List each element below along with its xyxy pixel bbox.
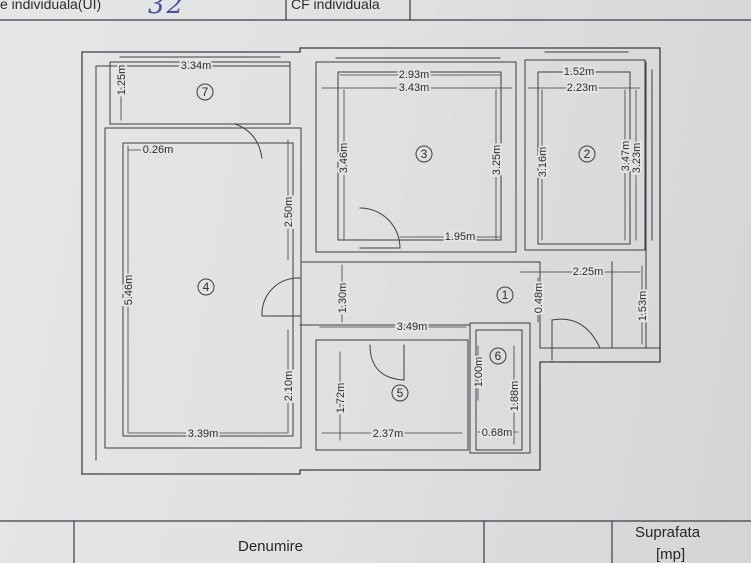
dim-label-5-width: 2.37m: [373, 428, 404, 440]
outer-wall-outline-lower: [81, 361, 573, 475]
dim-label-1-small: 0.48m: [533, 283, 545, 314]
dim-label-2-right-b: 3.23m: [631, 143, 643, 174]
dim-label-5-height: 1.72m: [335, 383, 347, 414]
room-4-outline: [104, 127, 302, 449]
room-3-inner-outline: [337, 71, 502, 241]
dim-label-6-height-b: 1.88m: [509, 381, 521, 412]
dim-label-4-right-lower: 2.10m: [283, 371, 295, 402]
dim-label-4-width: 3.39m: [188, 428, 219, 440]
room-5-circle: [391, 384, 409, 402]
dim-label-2-outer: 2.23m: [567, 82, 598, 94]
door-swing-entrance: [551, 318, 601, 349]
dim-label-7-height: 1.25m: [116, 65, 128, 96]
hallway-1-outline: [300, 261, 661, 349]
room-3-number: 3: [421, 147, 428, 161]
hallway-1-lower-wall: [299, 324, 471, 351]
room-7-outline: [109, 61, 291, 125]
room-6-circle: [489, 347, 507, 365]
outer-wall-outline: [81, 47, 661, 475]
room-5-number: 5: [397, 386, 404, 400]
room-6-outer-outline: [469, 322, 531, 454]
room-7-number: 7: [202, 85, 209, 99]
room-4-circle: [197, 278, 215, 296]
dim-label-3-outer: 3.43m: [399, 82, 430, 94]
room-2-circle: [578, 145, 596, 163]
room-3-circle: [415, 145, 433, 163]
room-6-outline: [475, 329, 523, 451]
room-2-outline: [524, 59, 646, 251]
outer-wall-inner-line: [95, 65, 291, 461]
door-swing-room-5: [369, 344, 405, 381]
dim-label-7-width: 3.34m: [181, 60, 212, 72]
door-swing-room-3: [359, 207, 401, 249]
dim-label-4-small: 0.26m: [143, 144, 174, 156]
room-3-outline: [315, 61, 517, 253]
dim-label-1-wall: 1.30m: [337, 283, 349, 314]
dim-label-2-inner: 1.52m: [564, 66, 595, 78]
dim-label-4-right-upper: 2.50m: [283, 197, 295, 228]
footer-area-column-title: Suprafata: [635, 524, 701, 541]
dim-label-6-height-a: 1.00m: [473, 357, 485, 388]
footer-area-column-unit: [mp]: [656, 546, 686, 563]
dim-label-2-right-a: 3.47m: [620, 141, 632, 172]
room-6-number: 6: [495, 349, 502, 363]
dim-label-6-width: 0.68m: [482, 427, 513, 439]
dim-label-3-right: 3.25m: [491, 145, 503, 176]
dim-label-3-inner: 2.93m: [399, 69, 430, 81]
door-swing-room-4: [261, 277, 301, 317]
room-4-number: 4: [203, 280, 210, 294]
dim-label-1-width: 3.49m: [397, 321, 428, 333]
room-7-circle: [196, 83, 214, 101]
room-4-inner-outline: [122, 142, 294, 437]
dim-label-2-left: 3.16m: [537, 147, 549, 178]
dim-label-1-right-width: 2.25m: [573, 266, 604, 278]
dim-label-1-right-height: 1.53m: [637, 291, 649, 322]
dim-label-door-gap: 1.95m: [445, 231, 476, 243]
header-left-label: e individuala(UI): [0, 0, 102, 12]
footer-name-column: Denumire: [238, 538, 304, 555]
header-right-label: CF individuala: [291, 0, 380, 12]
room-1-circle: [496, 286, 514, 304]
dim-label-3-left: 3.46m: [338, 143, 350, 174]
room-5-outline: [315, 339, 469, 451]
door-swing-room-7: [234, 123, 263, 159]
dim-label-4-height: 5.46m: [123, 275, 135, 306]
handwritten-number: 32: [148, 0, 186, 20]
room-2-number: 2: [584, 147, 591, 161]
room-1-number: 1: [502, 288, 509, 302]
